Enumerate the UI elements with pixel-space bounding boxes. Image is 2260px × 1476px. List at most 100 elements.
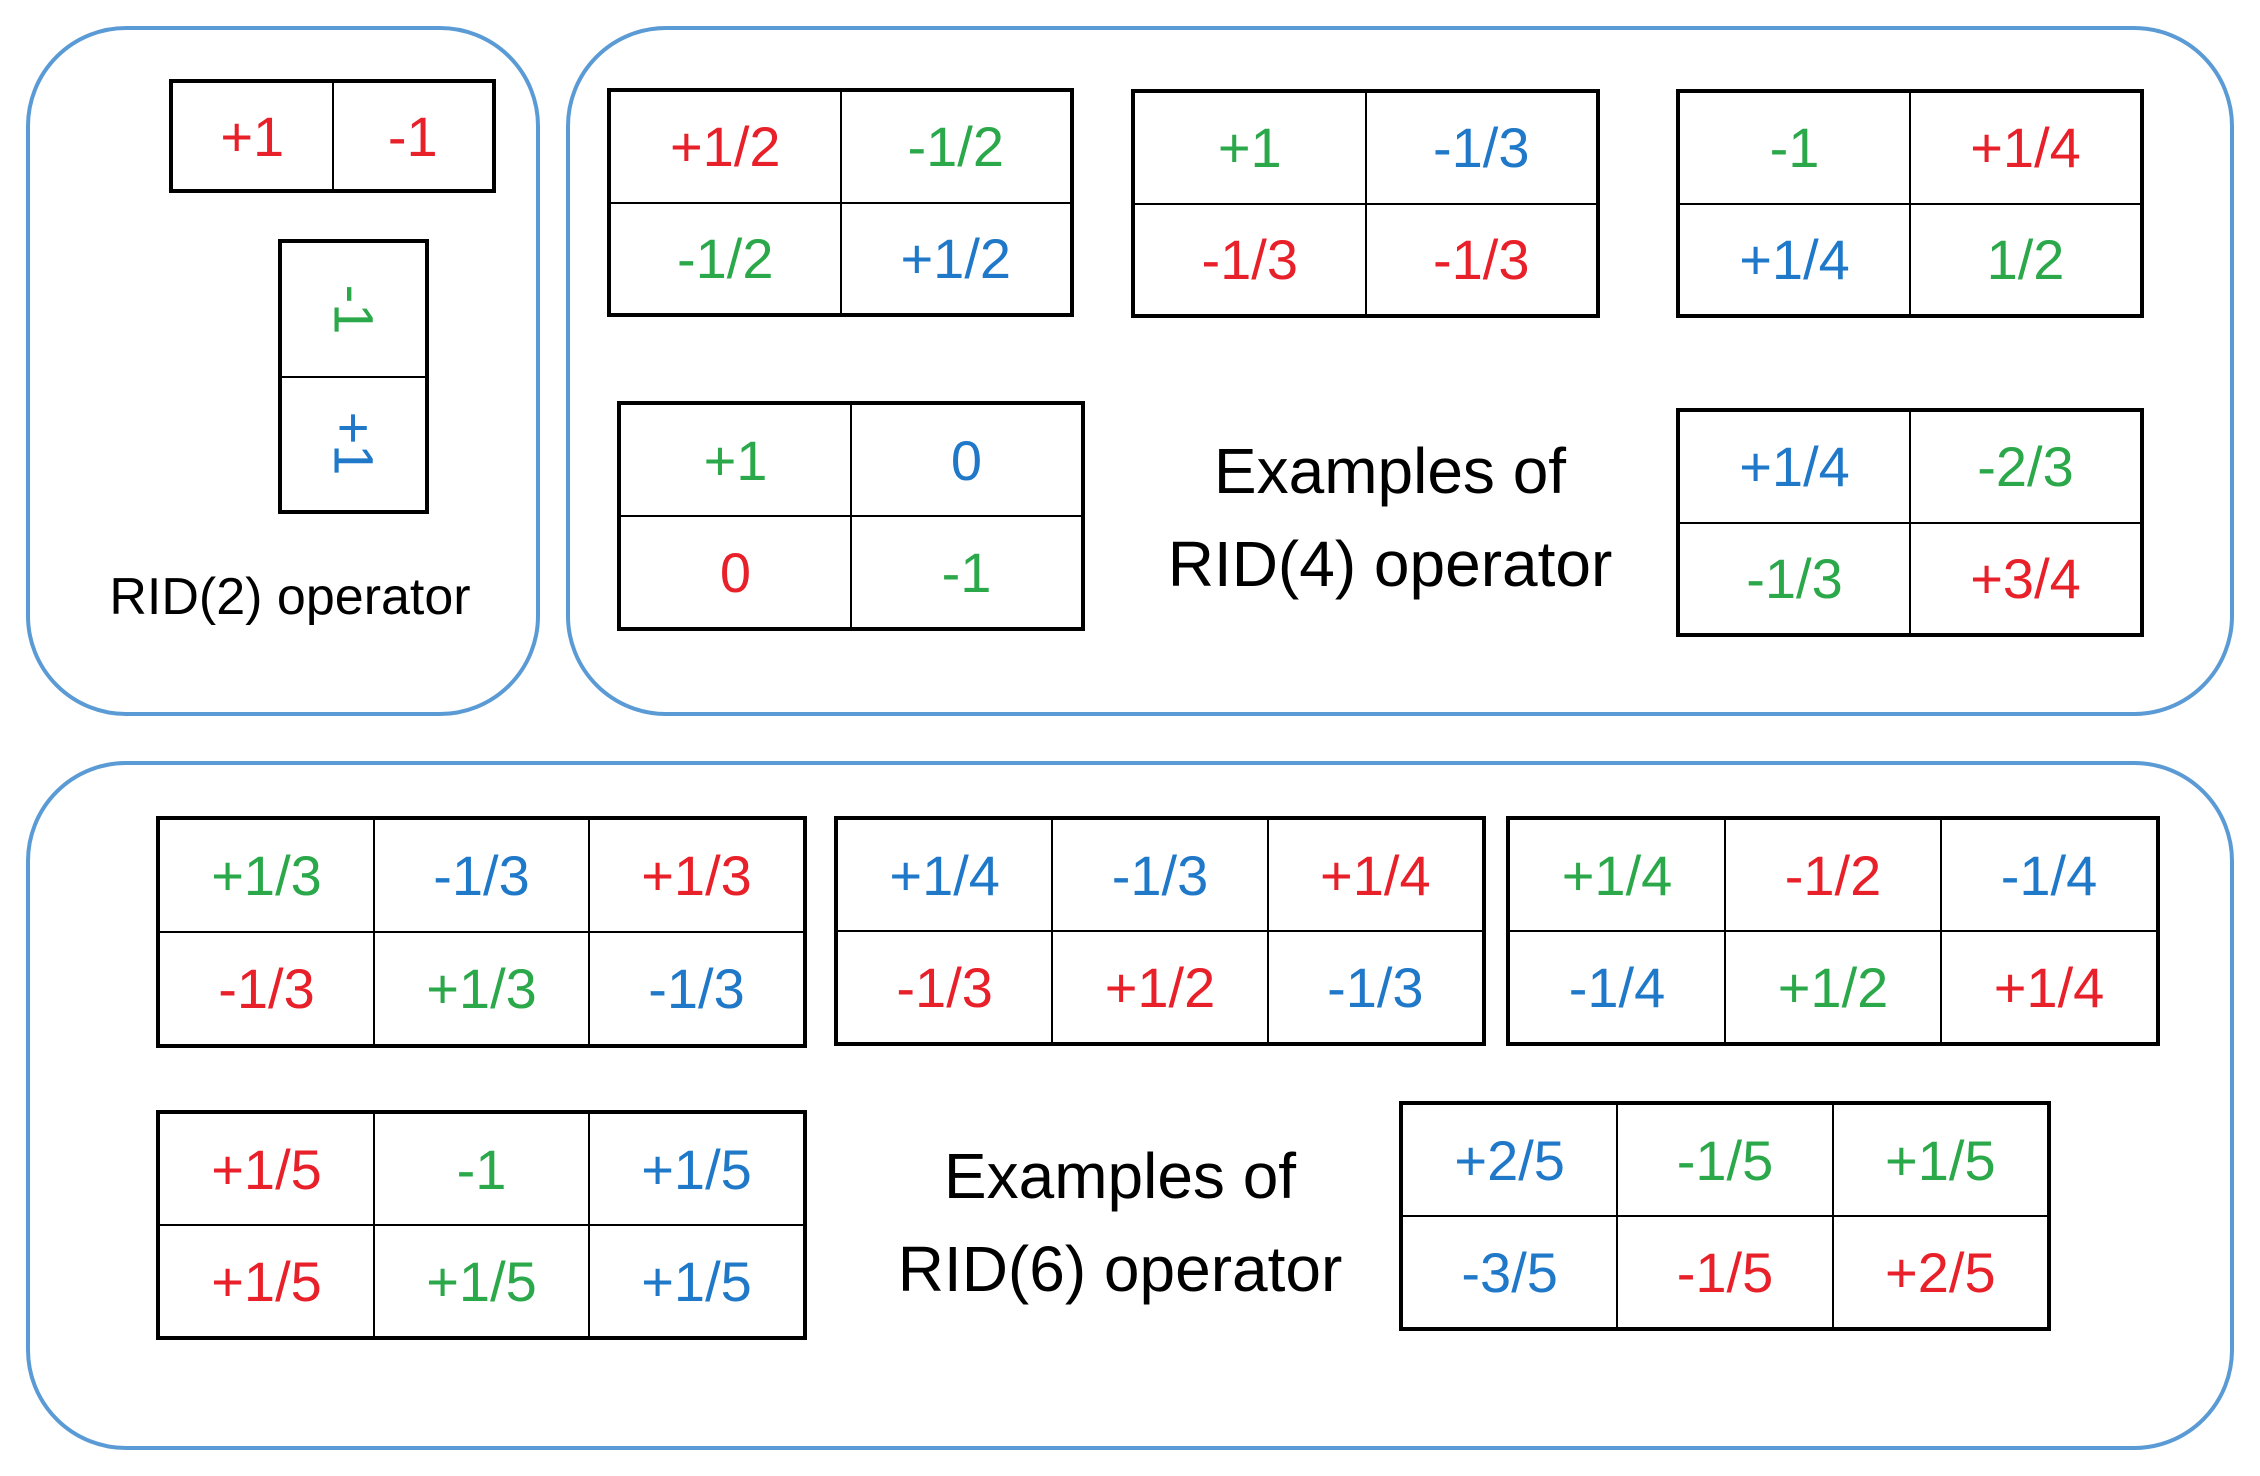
table-cell: +1/5	[159, 1225, 374, 1337]
cell-value: -1	[1769, 116, 1820, 180]
rid6-table-1: +1/3-1/3+1/3-1/3+1/3-1/3	[156, 816, 807, 1048]
table-cell: +2/5	[1832, 1216, 2048, 1328]
cell-value: -1/3	[1433, 116, 1530, 180]
table-cell: +1	[172, 82, 333, 190]
table-cell: +1/2	[610, 91, 841, 203]
table-cell: -1	[281, 242, 426, 377]
table-cell: -1/3	[1365, 203, 1597, 315]
cell-value: +1/3	[211, 844, 322, 907]
table-cell: -2/3	[1910, 411, 2141, 523]
table-cell: +1/4	[1509, 819, 1725, 931]
cell-value: +1/2	[900, 226, 1012, 290]
cell-value: -1/3	[1746, 546, 1843, 610]
cell-value: -1/3	[1111, 843, 1209, 907]
cell-value: 0	[719, 540, 752, 604]
cell-value: +1/2	[1104, 955, 1216, 1019]
cell-value: -1	[387, 104, 438, 168]
cell-value: -1/3	[1327, 955, 1424, 1019]
cell-value: +1/5	[211, 1137, 322, 1201]
table-cell: +1/4	[837, 819, 1053, 931]
cell-value: -1/2	[677, 226, 774, 290]
table-cell: -1/3	[1052, 819, 1268, 931]
table-cell: +1/2	[1052, 931, 1268, 1043]
table-cell: -1/2	[610, 202, 841, 314]
cell-value: -1/3	[1201, 227, 1299, 291]
table-cell: +1/2	[1725, 931, 1941, 1043]
rid6-label-line2: RID(6) operator	[897, 1232, 1343, 1305]
table-cell: -1/5	[1617, 1216, 1833, 1328]
cell-value: +2/5	[1454, 1128, 1565, 1192]
table-cell: -1/5	[1617, 1104, 1833, 1216]
table-cell: +1/4	[1941, 931, 2157, 1043]
cell-value: +1/2	[1777, 955, 1889, 1019]
table-cell: -1	[851, 516, 1082, 628]
cell-value: +1/4	[889, 843, 1000, 907]
cell-value: +1/5	[1885, 1128, 1996, 1192]
cell-value: -1/4	[1568, 955, 1666, 1019]
table-cell: +1/4	[1679, 411, 1910, 523]
table-cell: -1	[1679, 92, 1910, 204]
cell-value: -1/4	[2000, 843, 2098, 907]
table-cell: -1	[332, 82, 493, 190]
table-cell: -1/3	[1134, 203, 1366, 315]
table-cell: 0	[851, 404, 1082, 516]
table-cell: +1/3	[159, 819, 374, 932]
rid4-label-line2: RID(4) operator	[1167, 527, 1613, 600]
rid4-table-4: +1 0 0 -1	[617, 401, 1085, 631]
cell-value: -1/2	[1784, 843, 1882, 907]
rid6-table-3: +1/4 -1/2 -1/4 -1/4 +1/2 +1/4	[1506, 816, 2160, 1046]
table-cell: -1/3	[1365, 92, 1597, 204]
cell-value: +1/4	[1993, 955, 2105, 1019]
table-cell: -1/2	[840, 91, 1071, 203]
table-cell: -1/3	[1679, 522, 1910, 634]
table-cell: 0	[620, 516, 851, 628]
table-cell: 1/2	[1910, 203, 2141, 315]
table-cell: +1/5	[589, 1113, 804, 1225]
rid2-label: RID(2) operator	[109, 568, 471, 626]
cell-value: +1	[1217, 116, 1282, 180]
cell-value: +1	[703, 428, 768, 492]
cell-value: +1/5	[211, 1249, 322, 1313]
cell-value: +1/2	[669, 115, 781, 179]
cell-value: +1	[321, 411, 385, 476]
table-cell: -1/3	[374, 819, 589, 932]
cell-value: -2/3	[1977, 435, 2074, 499]
cell-value: -1/3	[1433, 227, 1530, 291]
table-cell: +1	[1134, 92, 1366, 204]
cell-value: +1/5	[641, 1137, 752, 1201]
cell-value: -3/5	[1461, 1240, 1558, 1304]
cell-value: 1/2	[1986, 227, 2065, 291]
table-cell: -1/3	[1267, 931, 1483, 1043]
table-cell: -1/4	[1941, 819, 2157, 931]
cell-value: -1	[941, 540, 992, 604]
table-cell: -1/3	[589, 932, 804, 1045]
cell-value: -1/3	[896, 955, 993, 1019]
table-cell: -1/3	[159, 932, 374, 1045]
cell-value: +1/4	[1970, 116, 2081, 180]
rid2-panel	[26, 26, 540, 716]
rid6-table-5: +2/5 -1/5 +1/5 -3/5 -1/5 +2/5	[1399, 1101, 2051, 1331]
table-cell: +1/4	[1910, 92, 2141, 204]
rid6-panel	[26, 761, 2234, 1450]
rid2-table-1: +1 -1	[169, 79, 496, 193]
cell-value: -1	[321, 284, 385, 335]
cell-value: -1/5	[1676, 1128, 1774, 1192]
rid4-table-5: +1/4-2/3-1/3+3/4	[1676, 408, 2144, 637]
cell-value: +2/5	[1885, 1240, 1996, 1304]
cell-value: +1/4	[1561, 843, 1673, 907]
cell-value: +1/5	[641, 1249, 752, 1313]
table-cell: +1/4	[1267, 819, 1483, 931]
cell-value: +1	[220, 104, 285, 168]
rid4-table-3: -1 +1/4 +1/4 1/2	[1676, 89, 2144, 318]
rid4-label-line1: Examples of	[1213, 435, 1567, 507]
table-cell: +2/5	[1402, 1104, 1618, 1216]
rid6-label: Examples of RID(6) operator	[860, 1130, 1380, 1316]
cell-value: -1/3	[433, 844, 530, 907]
table-cell: +1/4	[1679, 203, 1910, 315]
cell-value: -1/3	[648, 957, 745, 1020]
cell-value: +1/5	[426, 1249, 537, 1313]
rid6-table-4: +1/5-1+1/5+1/5+1/5+1/5	[156, 1110, 807, 1340]
rid6-label-line1: Examples of	[943, 1140, 1297, 1212]
table-cell: +1/5	[374, 1225, 589, 1337]
table-cell: +1/3	[374, 932, 589, 1045]
